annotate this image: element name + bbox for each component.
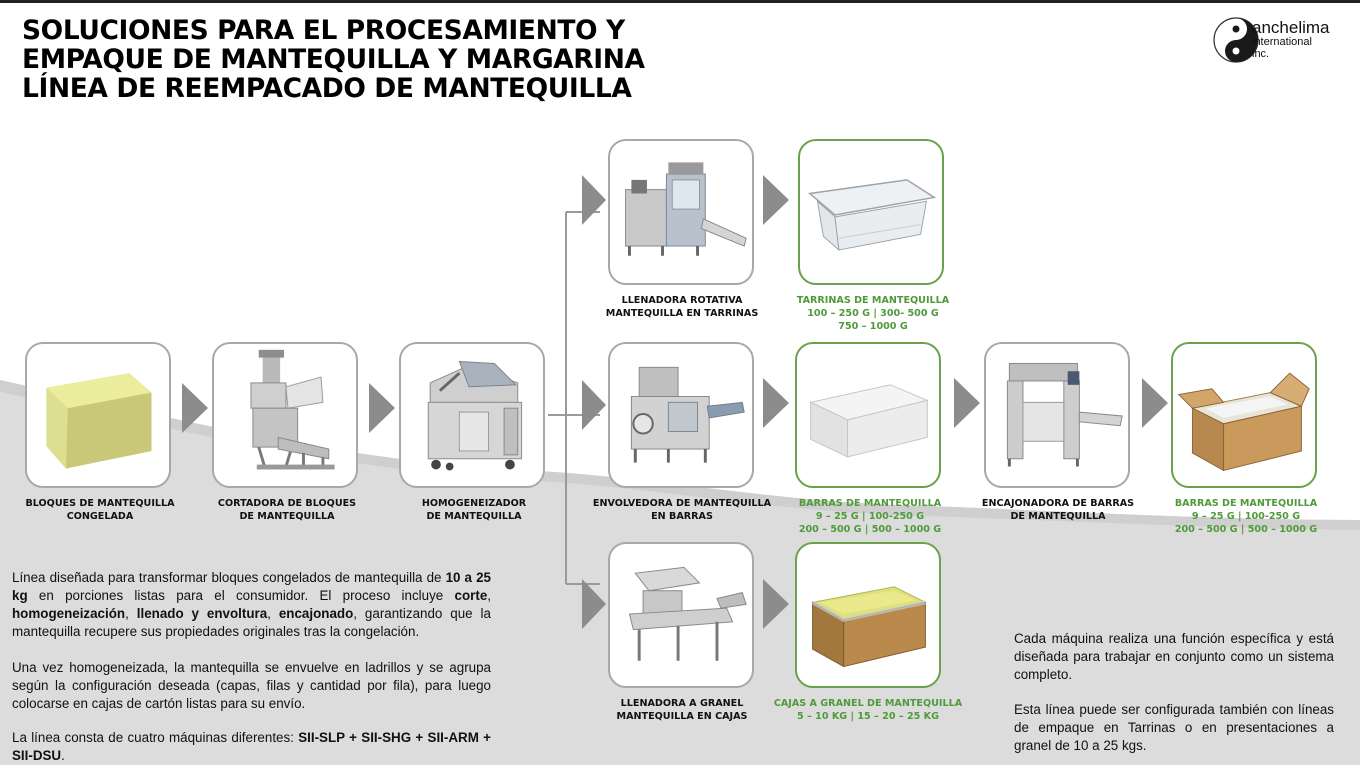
node-encajonadora-image bbox=[984, 342, 1130, 488]
arrow-right-icon bbox=[182, 383, 208, 433]
arrow-right-icon bbox=[582, 380, 606, 430]
wrapping-machine-icon bbox=[630, 366, 745, 463]
text-run: , bbox=[267, 606, 279, 621]
title-line-2: EMPAQUE DE MANTEQUILLA Y MARGARINA bbox=[22, 44, 645, 75]
node-llenadora-granel-line1: LLENADORA A GRANEL bbox=[620, 698, 744, 709]
open-carton-box-icon bbox=[1177, 372, 1310, 472]
node-bloques-image bbox=[25, 342, 171, 488]
node-barras2-image bbox=[1171, 342, 1317, 488]
butter-bar-icon bbox=[809, 384, 929, 458]
arrow-right-icon bbox=[954, 378, 980, 428]
arrow-right-icon bbox=[369, 383, 395, 433]
case-packer-machine-icon bbox=[1006, 362, 1123, 467]
node-barras2-line1: BARRAS DE MANTEQUILLA bbox=[1174, 498, 1318, 509]
right-description-p1: Cada máquina realiza una función específ… bbox=[1014, 631, 1334, 682]
logo-line-2: international bbox=[1252, 36, 1312, 48]
node-llenadora-rotativa-label: LLENADORA ROTATIVA MANTEQUILLA EN TARRIN… bbox=[592, 294, 772, 320]
node-llenadora-granel-line2: MANTEQUILLA EN CAJAS bbox=[616, 711, 748, 722]
left-description-p2: Una vez homogeneizada, la mantequilla se… bbox=[12, 660, 491, 711]
node-llenadora-granel-image bbox=[608, 542, 754, 688]
text-bold-run: encajonado bbox=[278, 606, 354, 621]
node-barras1-label: BARRAS DE MANTEQUILLA 9 – 25 G | 100-250… bbox=[780, 497, 960, 536]
node-homogeneizador-line1: HOMOGENEIZADOR bbox=[421, 498, 527, 509]
node-cajas-granel-label: CAJAS A GRANEL DE MANTEQUILLA 5 – 10 KG … bbox=[773, 697, 963, 723]
node-homogeneizador-image bbox=[399, 342, 545, 488]
right-description-p2: Esta línea puede ser configurada también… bbox=[1014, 702, 1334, 753]
arrow-right-icon bbox=[763, 175, 789, 225]
node-encajonadora-line1: ENCAJONADORA DE BARRAS bbox=[981, 498, 1135, 509]
arrow-right-icon bbox=[763, 579, 789, 629]
node-envolvedora-label: ENVOLVEDORA DE MANTEQUILLA EN BARRAS bbox=[592, 497, 772, 523]
node-encajonadora-line2: DE MANTEQUILLA bbox=[1010, 511, 1106, 522]
node-cortadora-label: CORTADORA DE BLOQUES DE MANTEQUILLA bbox=[197, 497, 377, 523]
plastic-tub-icon bbox=[808, 179, 937, 252]
node-envolvedora-line2: EN BARRAS bbox=[651, 511, 713, 522]
node-barras1-line2: 9 – 25 G | 100-250 G bbox=[815, 511, 925, 522]
text-run: . bbox=[61, 748, 65, 763]
node-barras2-line2: 9 – 25 G | 100-250 G bbox=[1191, 511, 1301, 522]
title-line-3: LÍNEA DE REEMPACADO DE MANTEQUILLA bbox=[22, 73, 632, 104]
node-cajas-granel-line1: CAJAS A GRANEL DE MANTEQUILLA bbox=[773, 698, 963, 709]
homogenizer-machine-icon bbox=[427, 360, 523, 471]
node-encajonadora-label: ENCAJONADORA DE BARRAS DE MANTEQUILLA bbox=[968, 497, 1148, 523]
block-cutter-machine-icon bbox=[250, 349, 335, 470]
arrow-right-icon bbox=[582, 579, 606, 629]
node-llenadora-rotativa-line2: MANTEQUILLA EN TARRINAS bbox=[605, 308, 759, 319]
node-barras1-line1: BARRAS DE MANTEQUILLA bbox=[798, 498, 942, 509]
node-barras1-line3: 200 – 500 G | 500 – 1000 G bbox=[798, 524, 942, 535]
node-tarrinas-image bbox=[798, 139, 944, 285]
node-cajas-granel-image bbox=[795, 542, 941, 688]
page-title: SOLUCIONES PARA EL PROCESAMIENTO Y EMPAQ… bbox=[22, 16, 645, 103]
left-description-p1: Línea diseñada para transformar bloques … bbox=[12, 569, 491, 641]
rotary-filler-machine-icon bbox=[625, 162, 747, 256]
text-run: , bbox=[125, 606, 137, 621]
node-tarrinas-label: TARRINAS DE MANTEQUILLA 100 – 250 G | 30… bbox=[783, 294, 963, 333]
node-homogeneizador-line2: DE MANTEQUILLA bbox=[426, 511, 522, 522]
text-run: , bbox=[487, 588, 491, 603]
node-barras2-label: BARRAS DE MANTEQUILLA 9 – 25 G | 100-250… bbox=[1156, 497, 1336, 536]
node-llenadora-rotativa-line1: LLENADORA ROTATIVA bbox=[621, 295, 743, 306]
node-barras2-line3: 200 – 500 G | 500 – 1000 G bbox=[1174, 524, 1318, 535]
arrow-right-icon bbox=[763, 378, 789, 428]
node-envolvedora-image bbox=[608, 342, 754, 488]
node-homogeneizador-label: HOMOGENEIZADOR DE MANTEQUILLA bbox=[384, 497, 564, 523]
logo-line-3: inc. bbox=[1252, 48, 1270, 60]
arrow-right-icon bbox=[582, 175, 606, 225]
node-cortadora-line2: DE MANTEQUILLA bbox=[239, 511, 335, 522]
node-bloques-label: BLOQUES DE MANTEQUILLA CONGELADA bbox=[10, 497, 190, 523]
node-cortadora-image bbox=[212, 342, 358, 488]
title-line-1: SOLUCIONES PARA EL PROCESAMIENTO Y bbox=[22, 15, 625, 46]
node-tarrinas-line1: TARRINAS DE MANTEQUILLA bbox=[796, 295, 950, 306]
butter-block-icon bbox=[46, 373, 152, 469]
node-barras1-image bbox=[795, 342, 941, 488]
node-bloques-line1: BLOQUES DE MANTEQUILLA bbox=[25, 498, 175, 509]
text-bold-run: SII-SLP + SII-SHG + SII-ARM + SII-DSU bbox=[12, 730, 491, 763]
left-description-p3: La línea consta de cuatro máquinas difer… bbox=[12, 729, 491, 765]
text-run: en porciones listas para el consumidor. … bbox=[27, 588, 455, 603]
text-bold-run: homogeneización bbox=[12, 606, 126, 621]
bulk-butter-box-icon bbox=[811, 586, 927, 668]
node-cajas-granel-line2: 5 – 10 KG | 15 – 20 – 25 KG bbox=[797, 711, 939, 722]
node-cortadora-line1: CORTADORA DE BLOQUES bbox=[217, 498, 357, 509]
company-logo: anchelima international inc. bbox=[1212, 12, 1340, 68]
text-bold-run: corte bbox=[454, 588, 488, 603]
node-bloques-line2: CONGELADA bbox=[66, 511, 134, 522]
top-border-line bbox=[0, 0, 1360, 3]
node-llenadora-granel-label: LLENADORA A GRANEL MANTEQUILLA EN CAJAS bbox=[592, 697, 772, 723]
logo-mark-icon bbox=[1213, 17, 1259, 63]
text-bold-run: 10 a 25 kg bbox=[12, 570, 491, 603]
node-envolvedora-line1: ENVOLVEDORA DE MANTEQUILLA bbox=[592, 498, 772, 509]
text-run: , garantizando que la mantequilla recupe… bbox=[12, 606, 491, 639]
arrow-right-icon bbox=[1142, 378, 1168, 428]
text-run: La línea consta de cuatro máquinas difer… bbox=[12, 730, 299, 745]
node-llenadora-rotativa-image bbox=[608, 139, 754, 285]
logo-brand: anchelima bbox=[1252, 18, 1330, 37]
text-run: Línea diseñada para transformar bloques … bbox=[12, 570, 446, 585]
node-tarrinas-line3: 750 – 1000 G bbox=[838, 321, 908, 332]
text-bold-run: llenado y envoltura bbox=[136, 606, 268, 621]
node-tarrinas-line2: 100 – 250 G | 300- 500 G bbox=[807, 308, 939, 319]
bulk-filler-machine-icon bbox=[628, 566, 747, 661]
